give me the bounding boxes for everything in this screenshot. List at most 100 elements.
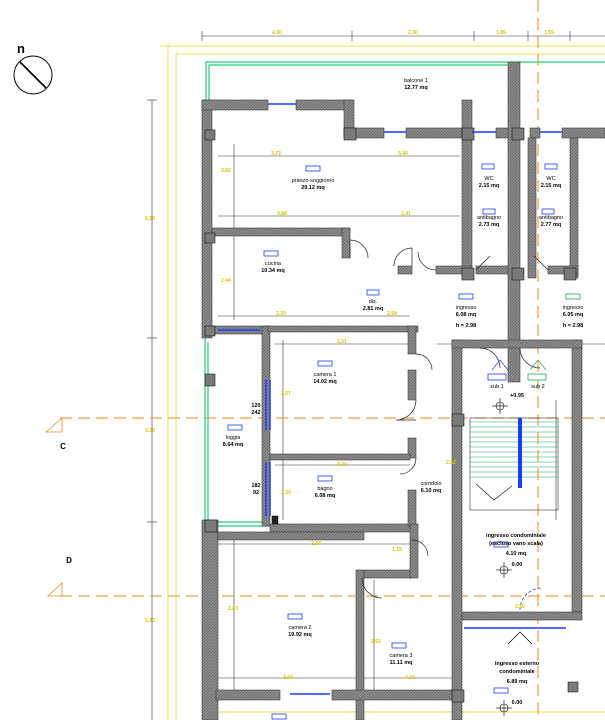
window-label: 120 — [251, 403, 260, 409]
room-area: 2.15 mq — [541, 183, 561, 189]
window-label: 182 — [251, 483, 260, 489]
room-disimpegno: dis. 2.81 mq — [363, 299, 383, 312]
dim-inner: 2.44 — [221, 278, 231, 284]
area-level: 0.00 — [512, 562, 523, 568]
dim-top-1: 4.90 — [272, 30, 282, 36]
room-area: 2.77 mq — [541, 222, 561, 228]
unit-sub-1-level: +0.95 — [510, 393, 524, 399]
section-label-c: C — [60, 442, 66, 451]
room-corridoio: corridoio 6.10 mq — [420, 481, 441, 494]
room-height: h = 2.98 — [563, 323, 583, 329]
doors — [349, 239, 549, 599]
room-bagno: bagno 6.08 mq — [315, 486, 335, 499]
room-area: 6.08 mq — [456, 312, 476, 318]
dim-inner: 5.90 — [398, 151, 408, 157]
dim-inner: 2.24 — [311, 541, 321, 547]
room-area: 6.08 mq — [315, 493, 335, 499]
room-camera-3: camera 3 11.11 mq — [390, 653, 413, 666]
dim-left-3: 5.82 — [145, 618, 155, 624]
dim-top-3: 1.85 — [496, 30, 506, 36]
room-loggia: loggia 8.64 mq — [223, 435, 243, 448]
room-area: 12.77 mq — [404, 85, 428, 91]
area-size: 4.10 mq — [506, 551, 526, 557]
room-name: camera 3 — [390, 653, 413, 659]
section-marker-d — [46, 582, 63, 597]
dim-inner: 1.15 — [392, 547, 402, 553]
dim-left-2: 3.30 — [145, 428, 155, 434]
columns — [204, 127, 579, 703]
dim-inner: 3.41 — [401, 211, 411, 217]
room-pranzo-soggiorno: pranzo-soggiorno 29.12 mq — [292, 178, 335, 191]
dim-inner: 2.63 — [371, 639, 381, 645]
room-name: balcone 1 — [404, 78, 428, 84]
area-size: 6.89 mq — [507, 679, 527, 685]
dim-inner: 3.04 — [283, 675, 293, 681]
dim-inner: 3.00 — [337, 462, 347, 468]
windows — [218, 103, 566, 695]
unit-sub-1: sub 1 — [490, 384, 503, 390]
room-antibagno-1: antibagno 2.73 mq — [477, 215, 501, 228]
dim-inner: 4.30 — [405, 675, 415, 681]
dim-inner: 2.83 — [228, 606, 238, 612]
room-area: 2.81 mq — [363, 306, 383, 312]
room-cucina: cucina 10.34 mq — [261, 261, 285, 274]
room-area: 6.10 mq — [421, 488, 441, 494]
room-area: 14.02 mq — [313, 379, 337, 385]
room-name: cucina — [265, 261, 282, 267]
dim-inner: 3.51 — [337, 339, 347, 345]
dim-inner: 3.88 — [277, 211, 287, 217]
room-name: pranzo-soggiorno — [292, 178, 335, 184]
dim-inner: 2.56 — [515, 604, 525, 610]
north-arrow-icon — [13, 55, 53, 95]
room-area: 8.64 mq — [223, 442, 243, 448]
room-name: camera 2 — [289, 625, 312, 631]
dim-inner: 3.82 — [221, 168, 231, 174]
room-name: antibagno — [477, 215, 501, 221]
dim-inner: 2.52 — [446, 460, 456, 466]
section-marker-c — [44, 417, 63, 433]
window-label: 92 — [253, 490, 259, 496]
room-height: h = 2.98 — [456, 323, 476, 329]
area-name: ingresso condominiale — [486, 533, 546, 539]
room-name: dis. — [369, 299, 378, 305]
room-wc-1: WC 2.15 mq — [479, 176, 499, 189]
area-note: (escluso vano scala) — [489, 541, 543, 547]
walls — [201, 61, 605, 720]
area-level: 0.00 — [512, 700, 523, 706]
level-marks — [492, 398, 512, 716]
room-antibagno-2: antibagno 2.77 mq — [539, 215, 563, 228]
room-name: WC — [484, 176, 493, 182]
unit-sub-2: sub 2 — [531, 384, 544, 390]
room-name: ingresso — [456, 305, 477, 311]
room-ingresso-2: ingresso 6.05 mq h = 2.98 — [563, 305, 584, 329]
room-name: antibagno — [539, 215, 563, 221]
dim-top-4: 1.65 — [544, 30, 554, 36]
dim-inner: 2.58 — [387, 311, 397, 317]
room-balcone-1: balcone 1 12.77 mq — [404, 78, 428, 91]
area-ingresso-condominiale: ingresso condominiale (escluso vano scal… — [486, 533, 546, 568]
room-name: ingresso — [563, 305, 584, 311]
dim-left-1: 6.90 — [145, 216, 155, 222]
dim-top-2: 2.00 — [408, 30, 418, 36]
room-area: 10.34 mq — [261, 268, 285, 274]
room-name: loggia — [226, 435, 242, 441]
construction-lines — [160, 45, 605, 720]
room-name: camera 1 — [314, 372, 337, 378]
room-ingresso-1: ingresso 6.08 mq h = 2.98 — [456, 305, 477, 329]
room-area: 2.15 mq — [479, 183, 499, 189]
room-area: 19.92 mq — [288, 632, 312, 638]
window-label: 242 — [251, 410, 260, 416]
north-label: n — [17, 41, 25, 56]
section-label-d: D — [66, 556, 72, 565]
room-area: 2.73 mq — [479, 222, 499, 228]
area-name: ingresso esterno — [495, 661, 540, 667]
room-name: corridoio — [420, 481, 441, 487]
room-camera-2: camera 2 19.92 mq — [288, 625, 312, 638]
room-area: 29.12 mq — [301, 185, 325, 191]
area-ingresso-esterno: ingresso esterno condominiale 6.89 mq 0.… — [495, 661, 540, 706]
room-area: 6.05 mq — [563, 312, 583, 318]
dim-inner: 2.57 — [281, 391, 291, 397]
dim-inner: 3.30 — [281, 490, 291, 496]
staircase — [469, 417, 559, 511]
